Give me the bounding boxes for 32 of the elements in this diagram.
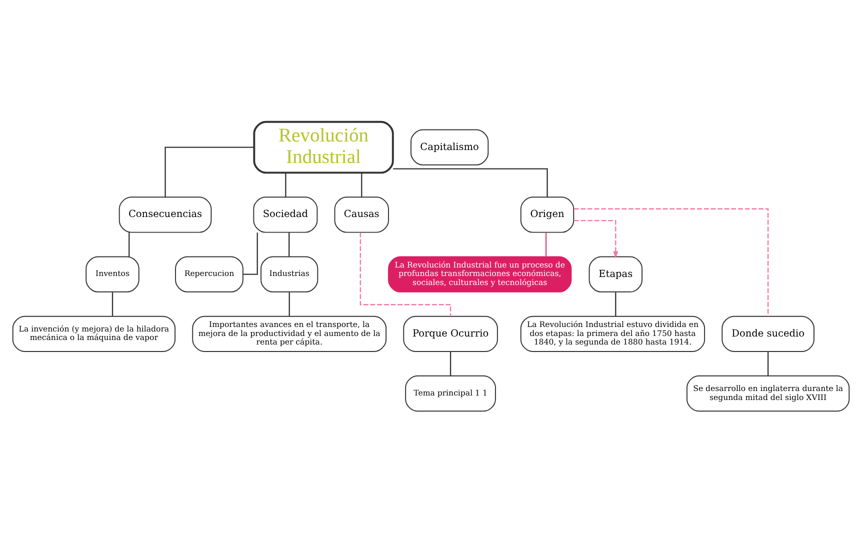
node-box: Importantes avances en el transporte, la mejora de la productividad y el aumento de la renta per cápita. [192, 316, 387, 352]
connector [112, 292, 114, 316]
connector [128, 232, 130, 256]
node-box: Etapas [588, 256, 643, 292]
connector [545, 232, 547, 256]
connector [164, 146, 254, 197]
connector [450, 352, 452, 376]
node-box: Industrias [260, 256, 318, 292]
node-box: La Revolución Industrial fue un proceso de profundas transformaciones económicas, sociales, culturales y tecnológicas [388, 256, 572, 292]
node-box: Causas [334, 196, 389, 233]
node-box: La invención (y mejora) de la hiladora mecánica o la máquina de vapor [12, 316, 176, 352]
node-box: Sociedad [253, 196, 318, 233]
connector [361, 172, 362, 197]
node-box: Consecuencias [118, 196, 212, 233]
node-box: Se desarrollo en inglaterra durante la segunda mitad del siglo XVIII [686, 375, 850, 412]
connector [393, 168, 548, 198]
node-box: Capitalismo [410, 129, 489, 166]
node-box: Revolución Industrial [253, 120, 394, 174]
node-box: Donde sucedio [722, 316, 814, 352]
node-box: Repercucion [175, 256, 244, 292]
connector [615, 292, 616, 316]
node-box: Tema principal 1 1 [405, 375, 496, 412]
node-box: La Revolución Industrial estuvo dividida en dos etapas: la primera del año 1750 hasta 1840, y la segunda de 1880 hasta 1914. [520, 316, 706, 352]
node-box: Origen [520, 196, 574, 233]
connector [288, 232, 290, 256]
connector [767, 352, 769, 376]
node-box: Porque Ocurrio [403, 316, 498, 352]
connector [288, 292, 290, 316]
node-box: Inventos [86, 256, 140, 292]
connector [285, 172, 286, 197]
arrow [574, 220, 618, 258]
connector [574, 208, 769, 316]
